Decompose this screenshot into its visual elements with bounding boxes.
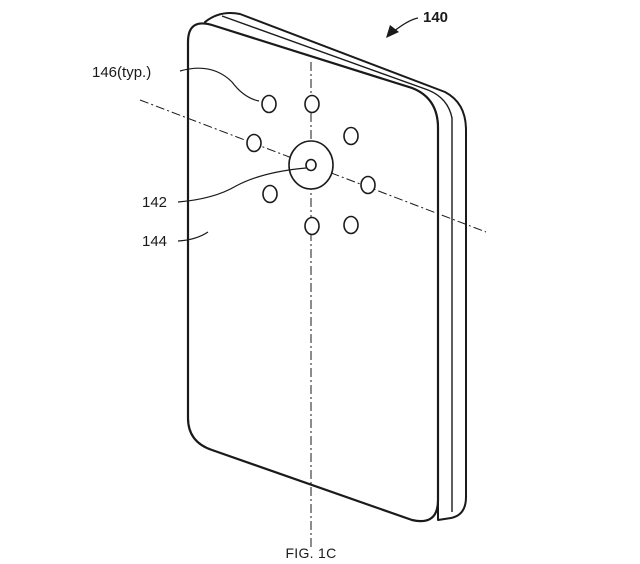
label-146: 146(typ.) bbox=[92, 64, 151, 81]
center-hub bbox=[305, 158, 317, 172]
label-142: 142 bbox=[142, 194, 167, 211]
hole bbox=[343, 215, 359, 235]
device-body bbox=[186, 12, 467, 523]
device-arrow bbox=[386, 17, 419, 38]
device-edge-crease bbox=[221, 15, 453, 512]
hole bbox=[246, 133, 262, 153]
leader-lines bbox=[177, 67, 307, 242]
hole bbox=[262, 184, 278, 204]
center-element bbox=[288, 140, 334, 190]
hole bbox=[304, 216, 320, 236]
leader-144 bbox=[177, 231, 209, 242]
hole bbox=[261, 94, 277, 114]
leader-142 bbox=[177, 167, 307, 203]
hole bbox=[304, 94, 320, 114]
label-144: 144 bbox=[142, 233, 167, 250]
hole bbox=[360, 175, 376, 195]
leader-146 bbox=[179, 67, 260, 102]
arrow-shaft bbox=[392, 17, 419, 33]
hole bbox=[343, 126, 359, 146]
label-140: 140 bbox=[423, 9, 448, 26]
figure-caption: FIG. 1C bbox=[285, 545, 336, 561]
arrow-head-icon bbox=[386, 25, 399, 38]
hole-ring bbox=[246, 94, 376, 236]
horizontal-axis bbox=[139, 99, 487, 233]
